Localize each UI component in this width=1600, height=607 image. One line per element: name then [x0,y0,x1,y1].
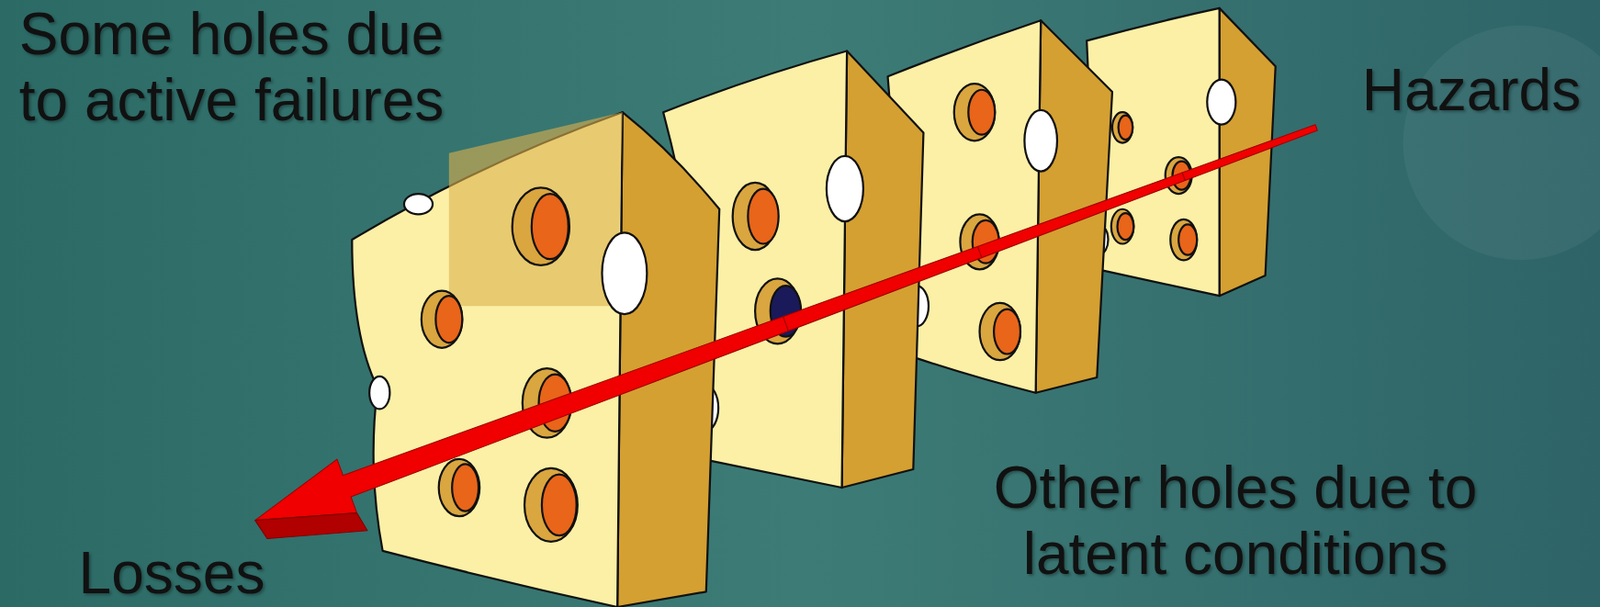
hazard-arrow [1182,124,1318,181]
annotation-label: Losses [52,540,292,607]
arrow-head-shade [255,513,368,540]
annotation-label: Other holes due to latent conditions [978,454,1493,587]
hazard-arrow [255,316,789,521]
hazard-arrow [783,246,982,331]
annotation-label: Some holes due to active failures [11,0,452,134]
annotation-label: Hazards [1342,56,1600,124]
hazard-arrow [977,172,1185,259]
